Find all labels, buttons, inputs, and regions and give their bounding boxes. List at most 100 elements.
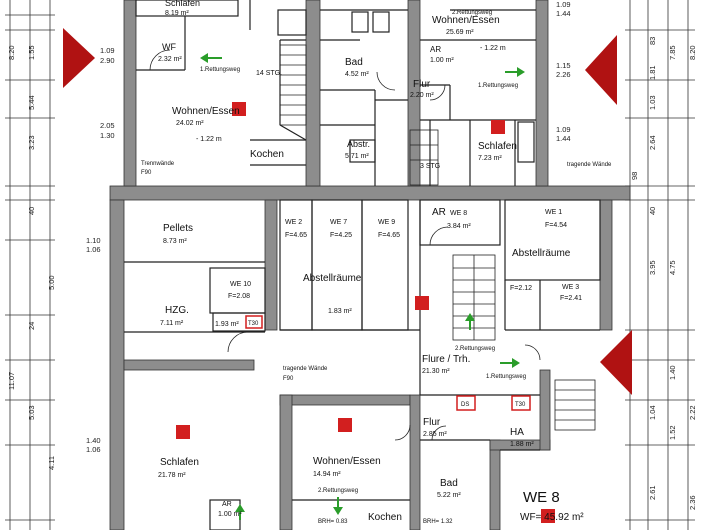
smoke-detector-icon — [491, 120, 505, 134]
dim-label: 5.03 — [27, 405, 36, 420]
room-area: 4.52 m² — [345, 71, 369, 78]
dim-label: 1.30 — [100, 131, 115, 140]
room-name: WE 7 — [330, 219, 347, 226]
room-name: Wohnen/Essen — [313, 456, 381, 467]
room-area: 2.32 m² — [158, 56, 182, 63]
room-area: 2.20 m² — [410, 92, 434, 99]
fire-door-label: T30 — [515, 402, 526, 408]
dim-label: 1.15 — [556, 61, 571, 70]
room-area: F=2.41 — [560, 295, 582, 302]
level-note: - 1.22 m — [480, 45, 506, 52]
room-name: WE 8 — [450, 210, 467, 217]
dim-label: 1.09 — [100, 46, 115, 55]
dim-label: 1.06 — [86, 245, 101, 254]
room-area: 14.94 m² — [313, 471, 341, 478]
room-area: 24.02 m² — [176, 120, 204, 127]
level-note: - 1.22 m — [196, 136, 222, 143]
escape-route-label: 2.Rettungsweg — [455, 346, 495, 352]
room-area: F=2.12 — [510, 285, 532, 292]
room-name: Bad — [345, 57, 363, 68]
escape-route-label: 1.Rettungsweg — [486, 374, 526, 380]
partitions — [135, 0, 536, 186]
smoke-detector-icon — [232, 102, 246, 116]
room-area: 1.00 m² — [218, 511, 242, 518]
room-area: 1.93 m² — [215, 321, 239, 328]
wall-note: tragende Wände — [283, 366, 328, 372]
room-name: Wohnen/Essen — [432, 15, 500, 26]
dim-label: 1.44 — [556, 134, 571, 143]
sill-height-note: BRH= 1.32 — [423, 519, 453, 525]
room-area: 1.83 m² — [328, 308, 352, 315]
staircase-upper — [279, 44, 439, 186]
unit-title: WE 8 — [523, 489, 560, 506]
right-dimension-labels: 8.20 7.85 83 1.81 1.03 2.64 98 40 3.95 4… — [556, 0, 697, 510]
room-name: Flur — [423, 417, 441, 428]
room-area: 7.23 m² — [478, 155, 502, 162]
dim-label: 4.75 — [668, 260, 677, 275]
dim-label: 2.61 — [648, 485, 657, 500]
room-name: WE 9 — [378, 219, 395, 226]
room-area: 21.30 m² — [422, 368, 450, 375]
dim-label: 8.20 — [688, 45, 697, 60]
stair-note: 14 STG. — [256, 70, 282, 77]
room-name: Pellets — [163, 223, 193, 234]
room-name: Wohnen/Essen — [172, 106, 240, 117]
dim-label: 1.06 — [86, 445, 101, 454]
room-name: Kochen — [250, 149, 284, 160]
room-area: F=4.25 — [330, 232, 352, 239]
bearing-walls — [109, 0, 631, 530]
room-area: F=4.65 — [378, 232, 400, 239]
dim-label: 1.03 — [648, 95, 657, 110]
room-name: Schlafen — [478, 141, 517, 152]
room-name: Abstr. — [347, 139, 370, 149]
fire-door-label: T30 — [248, 321, 259, 327]
dim-label: 3.23 — [27, 135, 36, 150]
annotations: 1.Rettungsweg 2.Rettungsweg 1.Rettungswe… — [141, 10, 612, 525]
room-area: 2.85 m² — [423, 431, 447, 438]
room-name: WE 10 — [230, 281, 251, 288]
section-marker-left — [63, 28, 95, 88]
room-area: 5.71 m² — [345, 153, 369, 160]
room-name: WE 3 — [562, 284, 579, 291]
escape-route-label: 2.Rettungsweg — [318, 488, 358, 494]
left-dimension-labels: 8.20 11.07 1.55 5.44 3.23 40 24 5.03 5.0… — [7, 45, 115, 470]
room-area: 25.69 m² — [446, 29, 474, 36]
smoke-detector-icons — [176, 102, 555, 523]
escape-route-label: 1.Rettungsweg — [478, 83, 518, 89]
dim-label: 2.22 — [688, 405, 697, 420]
dim-label: 40 — [27, 207, 36, 215]
wall-note: tragende Wände — [567, 162, 612, 168]
room-name: HZG. — [165, 305, 189, 316]
dim-label: 2.64 — [648, 135, 657, 150]
room-name: Schlafen — [160, 457, 199, 468]
room-name: Bad — [440, 478, 458, 489]
escape-route-arrows — [200, 53, 525, 520]
wall-note: F90 — [141, 170, 152, 176]
door-swings — [149, 49, 541, 441]
dim-label: 98 — [630, 172, 639, 180]
room-name: Flure / Trh. — [422, 354, 470, 365]
unit-total-area: WF= 45.92 m² — [520, 512, 584, 523]
room-area: 7.11 m² — [160, 320, 184, 327]
wall-note: F90 — [283, 376, 294, 382]
room-area: F=2.08 — [228, 293, 250, 300]
sill-height-note: BRH= 0.83 — [318, 519, 348, 525]
section-marker-right-top — [585, 35, 617, 105]
staircase-lower — [452, 254, 596, 431]
fire-door-label: DS — [461, 402, 469, 408]
room-name: AR — [432, 207, 446, 218]
room-name: HA — [510, 427, 524, 438]
room-area: 21.78 m² — [158, 472, 186, 479]
dim-label: 2.90 — [100, 56, 115, 65]
escape-route-label: 1.Rettungsweg — [200, 67, 240, 73]
dim-label: 1.10 — [86, 236, 101, 245]
dim-label: 8.20 — [7, 45, 16, 60]
dim-label: 1.40 — [668, 365, 677, 380]
dim-label: 1.55 — [27, 45, 36, 60]
room-area: 5.22 m² — [437, 492, 461, 499]
dim-label: 1.52 — [668, 425, 677, 440]
dim-label: 1.04 — [648, 405, 657, 420]
dim-label: 4.11 — [47, 456, 56, 470]
room-name: Abstellräume — [512, 248, 571, 259]
